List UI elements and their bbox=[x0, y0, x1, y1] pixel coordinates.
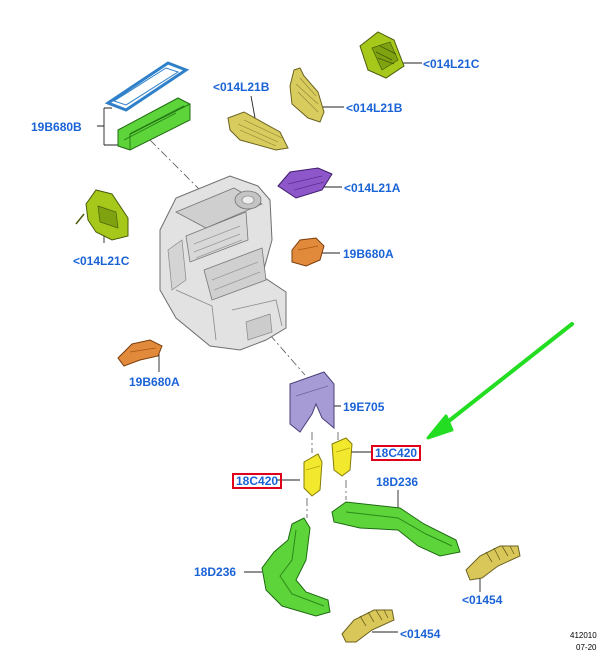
callout-014l21c-upper[interactable]: <014L21C bbox=[423, 57, 480, 71]
vent-duct-left-part[interactable] bbox=[75, 189, 129, 241]
vent-duct-upper-right-part[interactable] bbox=[359, 31, 405, 79]
floor-duct-right-part[interactable] bbox=[331, 501, 461, 557]
dash-dot-lines bbox=[149, 139, 347, 518]
callout-014l21b-right[interactable]: <014L21B bbox=[346, 101, 403, 115]
callout-19b680a-right[interactable]: 19B680A bbox=[343, 247, 394, 261]
evaporator-case-cover-part[interactable] bbox=[117, 97, 191, 151]
outlet-bottom-part[interactable] bbox=[341, 609, 395, 643]
air-filter-frame[interactable] bbox=[104, 61, 190, 112]
floor-duct-left-part[interactable] bbox=[261, 517, 331, 617]
rear-adapter-part[interactable] bbox=[289, 371, 335, 433]
callout-014l21b-left[interactable]: <014L21B bbox=[213, 80, 270, 94]
figure-date: 07-20 bbox=[576, 643, 597, 652]
callout-014l21c-left[interactable]: <014L21C bbox=[73, 254, 130, 268]
callout-01454-right[interactable]: <01454 bbox=[462, 593, 503, 607]
callout-19e705[interactable]: 19E705 bbox=[343, 400, 385, 414]
callout-18d236-left[interactable]: 18D236 bbox=[194, 565, 237, 579]
floor-duct-connector-left-part[interactable] bbox=[303, 453, 323, 497]
hvac-unit-assembly[interactable] bbox=[159, 175, 287, 351]
callout-19b680b[interactable]: 19B680B bbox=[31, 120, 82, 134]
figure-code: 412010 bbox=[570, 631, 597, 640]
outlet-right-part[interactable] bbox=[465, 545, 521, 581]
green-pointer-arrow bbox=[426, 322, 574, 440]
callout-19b680a-left[interactable]: 19B680A bbox=[129, 375, 180, 389]
callout-18c420-right-highlighted[interactable]: 18C420 bbox=[370, 445, 422, 461]
callout-01454-bottom[interactable]: <01454 bbox=[400, 627, 441, 641]
flap-right-part[interactable] bbox=[289, 67, 325, 123]
callout-014l21a[interactable]: <014L21A bbox=[344, 181, 401, 195]
purple-duct-part[interactable] bbox=[277, 167, 333, 199]
seal-left-part[interactable] bbox=[117, 339, 163, 367]
floor-duct-connector-right-part[interactable] bbox=[331, 437, 353, 477]
seal-right-part[interactable] bbox=[291, 237, 325, 267]
callout-18c420-left-highlighted[interactable]: 18C420 bbox=[231, 473, 283, 489]
callout-18d236-right[interactable]: 18D236 bbox=[376, 475, 419, 489]
flap-left-part[interactable] bbox=[227, 111, 289, 151]
